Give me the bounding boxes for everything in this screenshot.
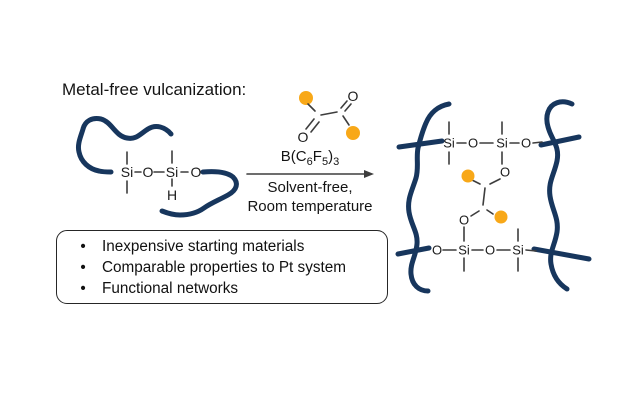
- o-label: O: [485, 243, 495, 258]
- arrow-head-icon: [364, 170, 374, 178]
- network-chain-left-stub-bottom: [395, 245, 432, 257]
- o-label: O: [521, 136, 531, 151]
- si-label: Si: [166, 164, 178, 180]
- bullet-icon: •: [80, 238, 86, 255]
- si-label: Si: [496, 136, 508, 151]
- list-item: • Functional networks: [57, 278, 387, 299]
- o-label: O: [191, 164, 202, 180]
- o-label: O: [500, 165, 510, 180]
- o-label: O: [298, 129, 309, 145]
- o-label: O: [348, 88, 359, 104]
- butanedione-bonds: [305, 100, 352, 133]
- condition-line: Solvent-free,: [267, 179, 353, 196]
- network-chain-right-stub-top: [538, 134, 582, 148]
- methyl-dot: [461, 169, 475, 183]
- si-label: Si: [121, 164, 133, 180]
- condition-line: Room temperature: [247, 198, 373, 215]
- polymer-chain-right: [159, 169, 239, 218]
- si-label: Si: [458, 243, 470, 258]
- network-chain-right: [544, 99, 575, 292]
- reaction-conditions: Solvent-free, Room temperature: [236, 178, 384, 216]
- si-label: Si: [512, 243, 524, 258]
- o-label: O: [459, 213, 469, 228]
- pdms-bonds: [126, 150, 189, 194]
- methyl-dot: [346, 126, 360, 140]
- bullet-text: Inexpensive starting materials: [102, 238, 305, 255]
- reagent-label: B(C6F5)3: [245, 148, 375, 168]
- reagent-part: ): [328, 148, 334, 165]
- pdms-fragment: Si O Si O H: [76, 116, 239, 218]
- network-chain-left: [406, 101, 452, 294]
- reagent-subscript: 3: [333, 156, 340, 168]
- bullet-text: Functional networks: [102, 280, 239, 297]
- highlights-box: • Inexpensive starting materials • Compa…: [56, 230, 388, 304]
- polymer-chain-left: [76, 116, 174, 175]
- list-item: • Inexpensive starting materials: [57, 236, 387, 257]
- o-label: O: [468, 136, 478, 151]
- list-item: • Comparable properties to Pt system: [57, 257, 387, 278]
- network-chain-right-stub-bottom: [531, 246, 592, 262]
- network-bonds: [442, 121, 543, 272]
- methyl-dot: [299, 91, 313, 105]
- reaction-arrow: [246, 170, 374, 178]
- reagent-subscript: 5: [321, 156, 329, 168]
- bullet-text: Comparable properties to Pt system: [102, 259, 347, 276]
- reagent-part: B(C: [280, 148, 307, 165]
- o-label: O: [143, 164, 154, 180]
- methyl-dot: [494, 210, 508, 224]
- butanedione-structure: O O: [298, 88, 360, 145]
- network-structure: Si O Si O O O O Si O Si: [395, 99, 592, 294]
- network-chain-left-stub-top: [396, 138, 445, 150]
- reagent-part: F: [312, 148, 322, 165]
- scheme-title: Metal-free vulcanization:: [62, 80, 247, 99]
- reagent-subscript: 6: [306, 156, 313, 168]
- o-label: O: [432, 243, 442, 258]
- bullet-icon: •: [80, 259, 86, 276]
- si-label: Si: [443, 136, 455, 151]
- h-label: H: [167, 187, 177, 203]
- bullet-icon: •: [80, 280, 86, 297]
